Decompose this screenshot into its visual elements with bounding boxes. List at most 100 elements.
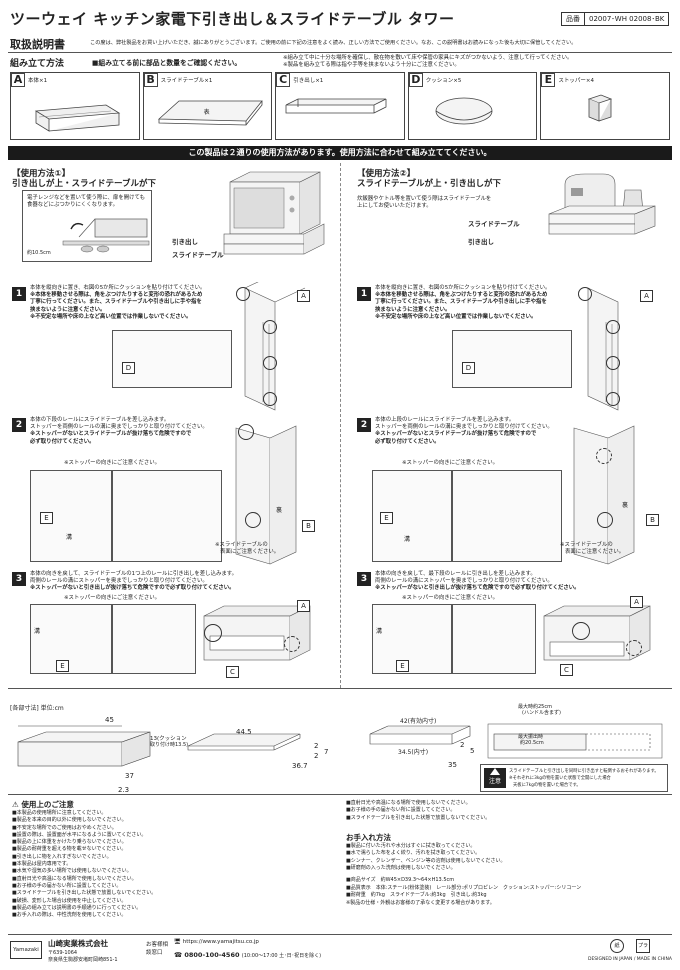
contact-label: お客様相談窓口 xyxy=(146,942,169,956)
step2-left-text: 本体の下段のレールにスライドテーブルを差し込みます。 ストッパーを両側のレールの… xyxy=(30,417,208,446)
caution-item: ■引き出しに物を入れすぎないでください。 xyxy=(12,853,112,860)
step1-left-number: 1 xyxy=(12,287,26,301)
usage1-product-image xyxy=(223,171,325,255)
usage1-illustration: 電子レンジなどを置いて使う際に、扉を開けても 食器などにぶつかりにくくなります。… xyxy=(22,190,152,262)
step3-right-label-e: E xyxy=(396,660,409,672)
cushion-spot-r3 xyxy=(606,356,620,370)
spec-note: ※製品の仕様・外観はお客様の了承なく変更する場合があります。 xyxy=(346,899,495,906)
care-item: ■シンナー、クレンザー、ベンジン等の溶剤は使用しないでください。 xyxy=(346,857,506,864)
warning-l3: 天板に7kgの物を置いた場合です。 xyxy=(513,783,581,788)
step3-right-number: 3 xyxy=(357,572,371,586)
care-item: ■製品に付いた汚れや水分はすぐに拭き取ってください。 xyxy=(346,843,476,849)
phone-number[interactable]: ☎ 0800-100-4560 (10:00〜17:00 土･日･祝日を除く) xyxy=(174,951,322,959)
step3-left-label-c: C xyxy=(226,666,239,678)
usage2-product-image xyxy=(548,173,656,235)
divider xyxy=(8,52,672,53)
step3-left-detail-b xyxy=(112,604,196,674)
step2-right-surface-note2: 表面にご注意ください。 xyxy=(565,549,625,555)
dim-thin: 最大振出時 xyxy=(518,734,544,740)
care-item: ■研磨剤の入った洗剤は使用しないでください。 xyxy=(346,864,456,871)
step2-left-label-b: B xyxy=(302,520,315,532)
spec-material: ■品質表示 本体:スチール(粉体塗装) レール部分:ポリプロピレン クッション:… xyxy=(346,884,582,891)
step1-left-l3: 丁寧に行ってください。また、スライドテーブルや引き出しに手や指を xyxy=(30,299,202,306)
step3-left-label-a: A xyxy=(297,600,310,612)
step1-right-text: 本体を縦向きに置き、右図の5か所にクッションを貼り付けてください。 ※本体を移動… xyxy=(375,285,550,321)
part-e-image xyxy=(588,94,613,122)
step1-left-l5: ※不安定な場所や床の上など高い位置では作業しないでください。 xyxy=(30,313,192,320)
step2-right-detail-b xyxy=(452,470,562,562)
step2-left-surface-note2: 表面にご注意ください。 xyxy=(220,549,280,555)
step3-left-text: 本体の向きを戻して、スライドテーブルの1つ上のレールに引き出しを差し込みます。 … xyxy=(30,571,237,593)
step3-left-mark-1 xyxy=(204,624,222,642)
product-title: ツーウェイ キッチン家電下引き出し＆スライドテーブル タワー xyxy=(10,10,455,28)
care-item: ■水で濡らした布をよく絞り、汚れを拭き取ってください。 xyxy=(346,850,481,857)
product-code: 品番 02007･WH 02008･BK xyxy=(561,12,670,26)
step2-right-number: 2 xyxy=(357,418,371,432)
step3-right-note: ※ストッパーの向きにご注意ください。 xyxy=(402,595,499,601)
step2-left-l2: ストッパーを両側のレールの溝に奥までしっかりと取り付けてください。 xyxy=(30,424,208,431)
step2-right-surface-note: ※スライドテーブルの xyxy=(560,542,613,548)
part-c-name: 引き出し×1 xyxy=(293,78,324,84)
code-value: 02007･WH 02008･BK xyxy=(589,15,665,23)
phone-value: 0800-100-4560 xyxy=(184,951,240,959)
caution-item: ■お子様の手の届かない所に設置してください。 xyxy=(12,882,122,889)
part-d-name: クッション×5 xyxy=(425,78,462,84)
spec-load: ■耐荷重 約7kg スライドテーブル:約3kg 引き出し:約3kg xyxy=(346,892,487,899)
step3-right-mark-2 xyxy=(626,640,642,656)
phone-hours: (10:00〜17:00 土･日･祝日を除く) xyxy=(241,953,322,959)
assembly-check: ■組み立てる前に部品と数量をご確認ください。 xyxy=(92,59,242,67)
step3-left-number: 3 xyxy=(12,572,26,586)
step1-right-l5: ※不安定な場所や床の上など高い位置では作業しないでください。 xyxy=(375,313,537,320)
step2-left-note: ※ストッパーの向きにご注意ください。 xyxy=(64,460,161,466)
usage2-desc1: 炊飯器やケトル等を置いて使う際はスライドテーブルを xyxy=(357,196,492,202)
caution-list-right: ■直射日光や高温になる場所で使用しないでください。 ■お子様の手の届かない所に設… xyxy=(346,800,490,822)
cushion-spot-1 xyxy=(236,287,250,301)
step2-left-surface-note: ※スライドテーブルの xyxy=(215,542,268,548)
step2-left-l3: ※ストッパーがないとスライドテーブルが抜け落ちて危険ですので xyxy=(30,431,192,438)
part-a-image xyxy=(34,104,121,132)
step1-left-label-d: D xyxy=(122,362,135,374)
step2-left-label-e: E xyxy=(40,512,53,524)
step2-right-l1: 本体の上段のレールにスライドテーブルを差し込みます。 xyxy=(375,417,515,423)
dim-table-width: 44.5 xyxy=(236,728,252,736)
cushion-spot-r2 xyxy=(606,320,620,334)
dim-height: 13(クッション xyxy=(150,736,187,742)
step3-right-text: 本体の向きを戻して、最下段のレールに引き出しを差し込みます。 両側のレールの溝に… xyxy=(375,571,580,593)
dim-drawer-inner2: 34.5(内寸) xyxy=(398,749,429,756)
step2-left-l4: 必ず取り付けてください。 xyxy=(30,438,95,445)
part-b-tag: 表 xyxy=(203,109,210,116)
step1-right-body-image xyxy=(587,287,619,411)
step2-right-mark-2 xyxy=(597,512,613,528)
caution-heading: ⚠ 使用上のご注意 xyxy=(12,800,74,809)
caution-item: ■お子様の手の届かない所に設置してください。 xyxy=(346,807,456,814)
step1-right-label-a: A xyxy=(640,290,653,302)
dim-max: 最大時約25cm xyxy=(518,704,552,710)
website-link[interactable]: 🖥 https://www.yamajitsu.co.jp xyxy=(174,939,259,945)
step3-left-l2: 両側のレールの溝にストッパーを奥までしっかりと取り付けてください。 xyxy=(30,578,208,585)
warning-l1: スライドテーブルと引き出しを同時に引き出すと転倒するおそれがあります。 xyxy=(509,769,659,774)
step3-left-groove: 溝 xyxy=(34,628,41,635)
part-c-id: C xyxy=(276,73,291,87)
warning-l2: ※それぞれに3kgの物を置いた状態で全開にした場合 xyxy=(509,776,611,781)
recycle-plastic-icon: プラ xyxy=(636,939,650,953)
origin: DESIGNED IN JAPAN / MADE IN CHINA xyxy=(588,957,672,962)
care-list: ■製品に付いた汚れや水分はすぐに拭き取ってください。 ■水で濡らした布をよく絞り… xyxy=(346,843,505,872)
step3-left-l3: ※ストッパーがないと引き出しが抜け落ちて危険ですので必ず取り付けてください。 xyxy=(30,585,235,592)
dim-drawer-inner: 42(有効内寸) xyxy=(400,718,437,725)
step2-left-number: 2 xyxy=(12,418,26,432)
step1-right-l3: 丁寧に行ってください。また、スライドテーブルや引き出しに手や指を xyxy=(375,299,547,306)
step2-right-l2: ストッパーを両側のレールの溝に奥までしっかりと取り付けてください。 xyxy=(375,424,553,431)
step3-left-mark-2 xyxy=(284,636,300,652)
step3-left-detail-a xyxy=(30,604,112,674)
caution-item: ■お手入れの際は、中性洗剤を使用してください。 xyxy=(12,912,127,919)
step2-right-label-b: B xyxy=(646,514,659,526)
part-d-image xyxy=(435,97,493,125)
warning-icon xyxy=(490,768,500,775)
usage1-label-table: スライドテーブル xyxy=(172,251,224,259)
microwave-door-icon xyxy=(62,218,150,253)
usage2-label-drawer: 引き出し xyxy=(468,238,494,246)
dim-height2: 取り付け時13.5) xyxy=(150,742,189,748)
usage2-label-table: スライドテーブル xyxy=(468,220,520,228)
